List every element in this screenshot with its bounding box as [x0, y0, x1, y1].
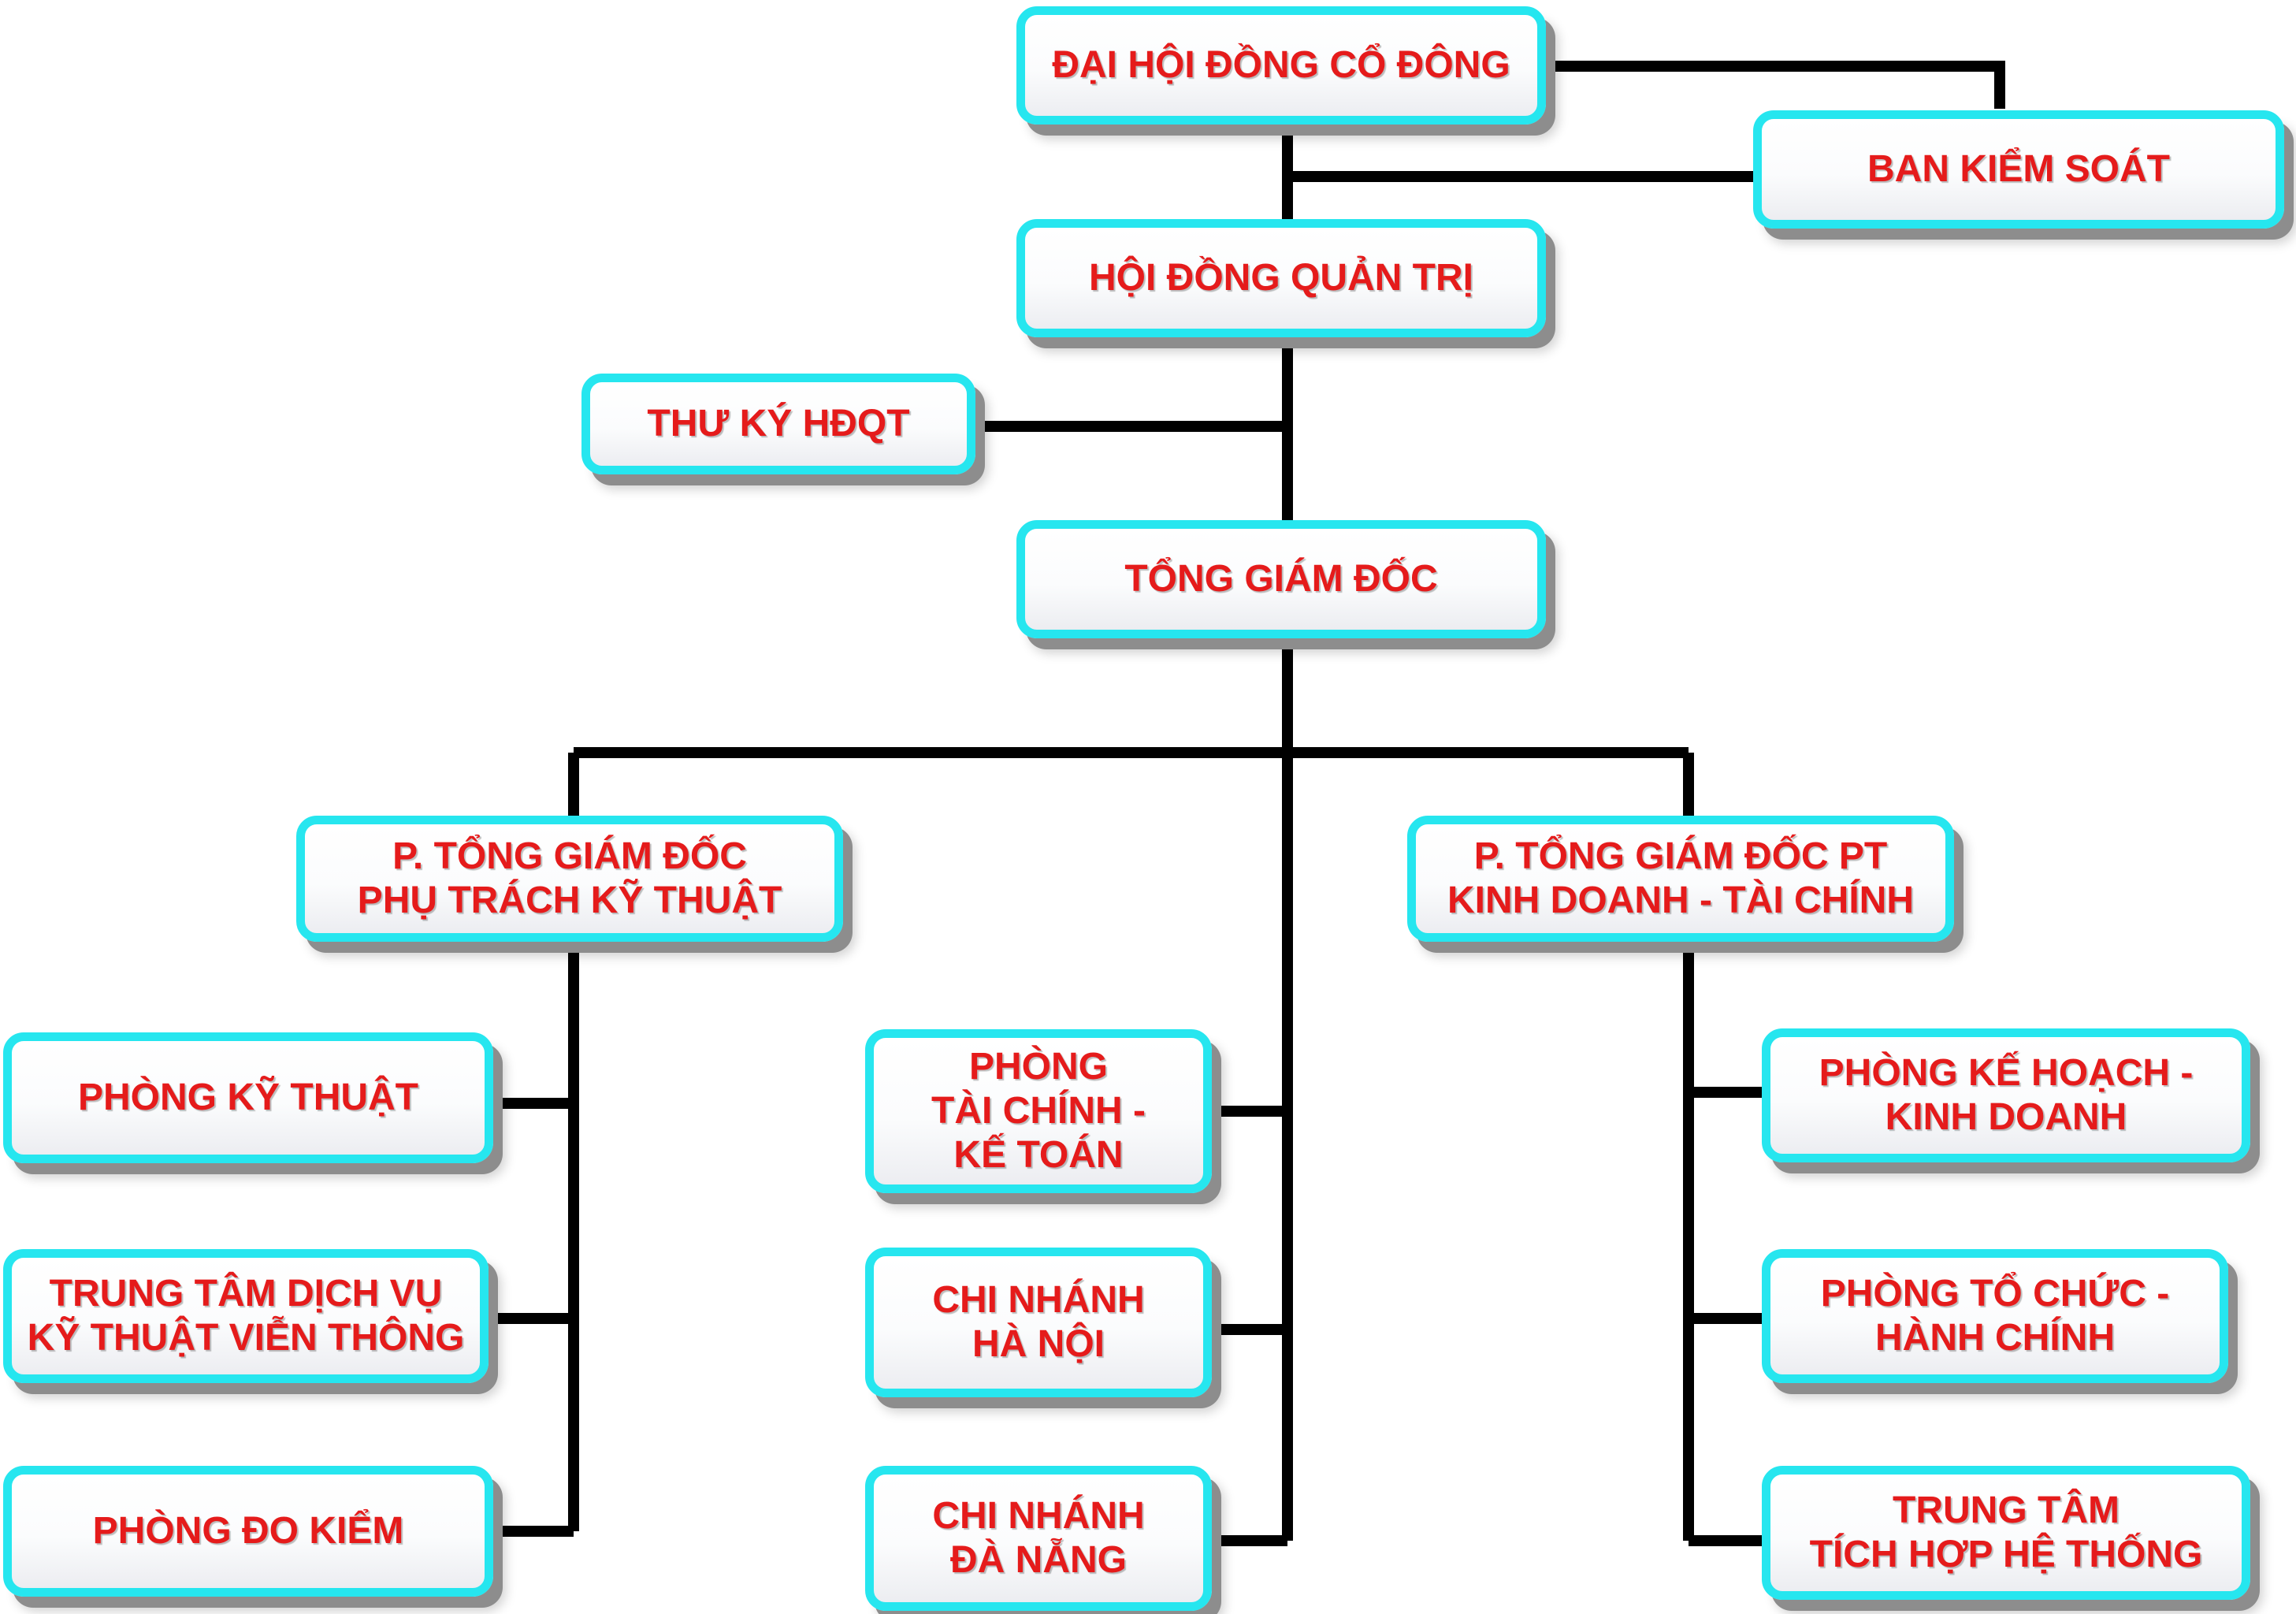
deputy-business-label: P. TỔNG GIÁM ĐỐC PT KINH DOANH - TÀI CHÍ…: [1447, 835, 1914, 921]
board-of-directors-box: HỘI ĐỒNG QUẢN TRỊ: [1016, 219, 1546, 337]
deputy-technical-box: P. TỔNG GIÁM ĐỐC PHỤ TRÁCH KỸ THUẬT: [296, 816, 843, 942]
finance-accounting-box: PHÒNG TÀI CHÍNH - KẾ TOÁN: [865, 1029, 1212, 1193]
board-secretary-box: THƯ KÝ HĐQT: [581, 374, 975, 474]
deputy-technical-label: P. TỔNG GIÁM ĐỐC PHỤ TRÁCH KỸ THUẬT: [357, 835, 782, 921]
board-of-directors-label: HỘI ĐỒNG QUẢN TRỊ: [1089, 257, 1473, 299]
supervisory-board-box: BAN KIỂM SOÁT: [1753, 110, 2284, 229]
board-secretary-label: THƯ KÝ HĐQT: [647, 403, 910, 444]
shareholders-box: ĐẠI HỘI ĐỒNG CỔ ĐÔNG: [1016, 6, 1546, 125]
telecom-service-center-box: TRUNG TÂM DỊCH VỤ KỸ THUẬT VIỄN THÔNG: [3, 1249, 489, 1383]
measurement-department-label: PHÒNG ĐO KIỂM: [92, 1510, 404, 1552]
technical-department-label: PHÒNG KỸ THUẬT: [78, 1077, 418, 1118]
shareholders-label: ĐẠI HỘI ĐỒNG CỔ ĐÔNG: [1052, 44, 1510, 86]
system-integration-center-label: TRUNG TÂM TÍCH HỢP HỆ THỐNG: [1809, 1489, 2203, 1575]
danang-branch-label: CHI NHÁNH ĐÀ NẴNG: [932, 1495, 1145, 1581]
general-director-box: TỔNG GIÁM ĐỐC: [1016, 520, 1546, 638]
connector-shareholders-supervisory: [1554, 61, 2005, 109]
technical-department-box: PHÒNG KỸ THUẬT: [3, 1032, 493, 1163]
deputy-business-box: P. TỔNG GIÁM ĐỐC PT KINH DOANH - TÀI CHÍ…: [1407, 816, 1954, 942]
hanoi-branch-label: CHI NHÁNH HÀ NỘI: [932, 1279, 1145, 1365]
general-director-label: TỔNG GIÁM ĐỐC: [1124, 558, 1438, 600]
hanoi-branch-box: CHI NHÁNH HÀ NỘI: [865, 1248, 1212, 1397]
supervisory-board-label: BAN KIỂM SOÁT: [1867, 148, 2170, 190]
planning-business-label: PHÒNG KẾ HOẠCH - KINH DOANH: [1819, 1052, 2194, 1138]
planning-business-box: PHÒNG KẾ HOẠCH - KINH DOANH: [1762, 1028, 2250, 1162]
system-integration-center-box: TRUNG TÂM TÍCH HỢP HỆ THỐNG: [1762, 1466, 2250, 1600]
finance-accounting-label: PHÒNG TÀI CHÍNH - KẾ TOÁN: [931, 1046, 1146, 1176]
organization-admin-label: PHÒNG TỔ CHỨC - HÀNH CHÍNH: [1820, 1273, 2170, 1359]
measurement-department-box: PHÒNG ĐO KIỂM: [3, 1466, 493, 1597]
danang-branch-box: CHI NHÁNH ĐÀ NẴNG: [865, 1466, 1212, 1611]
telecom-service-center-label: TRUNG TÂM DỊCH VỤ KỸ THUẬT VIỄN THÔNG: [27, 1273, 465, 1359]
organization-admin-box: PHÒNG TỔ CHỨC - HÀNH CHÍNH: [1762, 1249, 2228, 1383]
